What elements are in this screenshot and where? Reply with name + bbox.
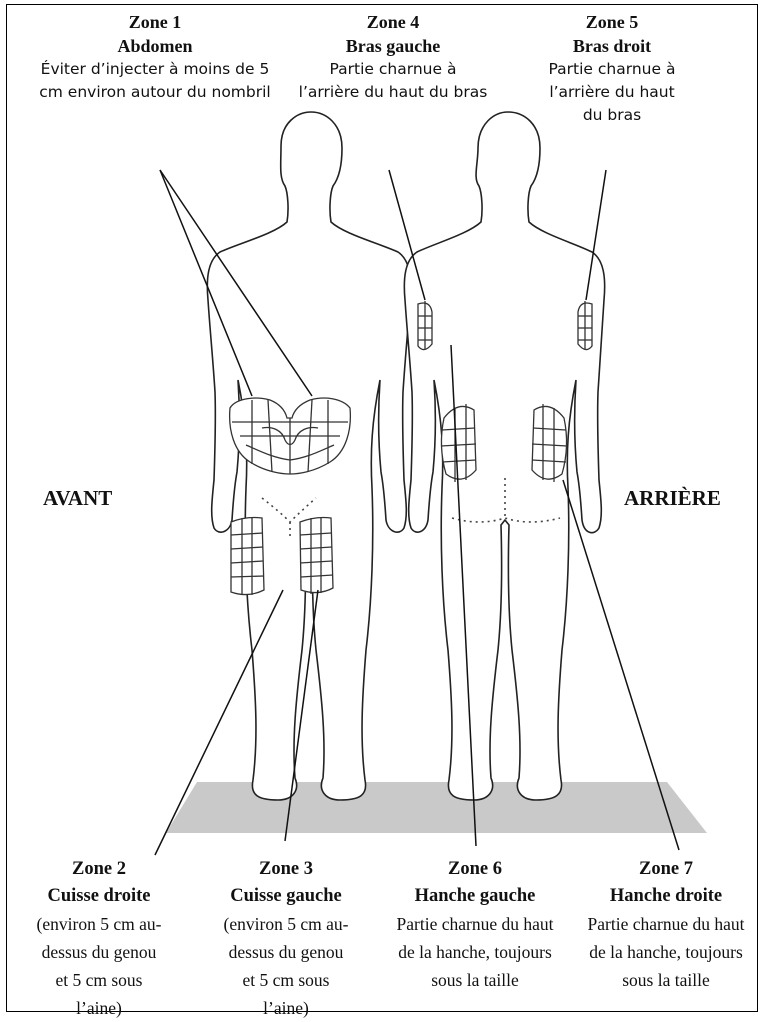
zone-2-name: Cuisse droite [14, 883, 184, 910]
zone-3-name: Cuisse gauche [198, 883, 374, 910]
zone-7-hip-grid [532, 404, 567, 482]
zone-1-title: Zone 1 [30, 10, 280, 34]
back-view-label: ARRIÈRE [624, 486, 721, 511]
zone-6-hip-grid [441, 404, 476, 482]
zone-4-title: Zone 4 [290, 10, 496, 34]
zone-4-desc: Partie charnue à l’arrière du haut du br… [290, 58, 496, 104]
zone-6-title: Zone 6 [382, 856, 568, 883]
zone-7-name: Hanche droite [578, 883, 754, 910]
zone-2-title: Zone 2 [14, 856, 184, 883]
zone-2-thigh-grid [231, 517, 264, 595]
zone-3-label: Zone 3 Cuisse gauche (environ 5 cm au-de… [198, 856, 374, 1022]
zone-2-label: Zone 2 Cuisse droite (environ 5 cm au-de… [14, 856, 184, 1022]
zone-5-name: Bras droit [522, 34, 702, 58]
floor-mat [166, 782, 707, 833]
zone-5-label: Zone 5 Bras droit Partie charnue à l’arr… [522, 10, 702, 127]
zone-3-desc: (environ 5 cm au-dessus du genou et 5 cm… [198, 910, 374, 1022]
zone-6-label: Zone 6 Hanche gauche Partie charnue du h… [382, 856, 568, 994]
zone-1-label: Zone 1 Abdomen Éviter d’injecter à moins… [30, 10, 280, 104]
front-view-label: AVANT [43, 486, 112, 511]
zone-4-name: Bras gauche [290, 34, 496, 58]
zone-7-label: Zone 7 Hanche droite Partie charnue du h… [578, 856, 754, 994]
zone-7-title: Zone 7 [578, 856, 754, 883]
zone-5-arm-grid [578, 301, 592, 350]
zone-1-desc: Éviter d’injecter à moins de 5 cm enviro… [30, 58, 280, 104]
zone-6-name: Hanche gauche [382, 883, 568, 910]
zone-7-desc: Partie charnue du haut de la hanche, tou… [578, 910, 754, 994]
zone-4-label: Zone 4 Bras gauche Partie charnue à l’ar… [290, 10, 496, 104]
zone-6-desc: Partie charnue du haut de la hanche, tou… [382, 910, 568, 994]
zone-5-title: Zone 5 [522, 10, 702, 34]
zone-5-desc: Partie charnue à l’arrière du haut du br… [522, 58, 702, 127]
back-body-figure [404, 112, 604, 800]
zone-3-title: Zone 3 [198, 856, 374, 883]
zone-1-name: Abdomen [30, 34, 280, 58]
zone-2-desc: (environ 5 cm au-dessus du genou et 5 cm… [14, 910, 184, 1022]
zone-4-arm-grid [418, 301, 432, 350]
zone-3-thigh-grid [300, 517, 333, 594]
